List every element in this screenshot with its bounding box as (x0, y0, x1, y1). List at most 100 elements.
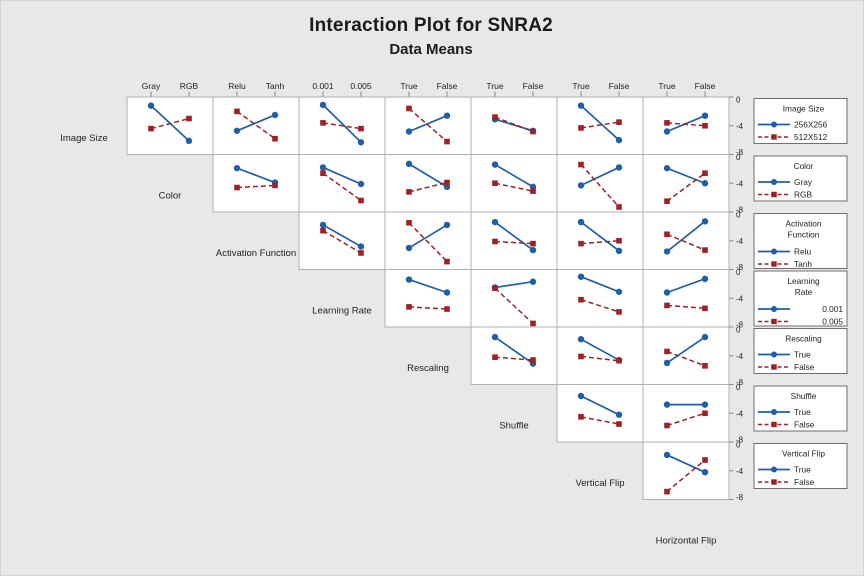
legend-entry-label: 512X512 (794, 132, 828, 142)
series-line-second (150, 117, 190, 130)
marker-square (148, 125, 154, 132)
marker-square (616, 204, 622, 210)
legend-entry-label: 256X256 (794, 120, 828, 130)
marker-square (530, 128, 536, 135)
marker-square (578, 353, 584, 360)
marker-circle (405, 244, 413, 252)
row-label-activation-function: Activation Function (216, 248, 296, 259)
marker-square (702, 410, 708, 417)
legend-box-shuffle (753, 385, 848, 432)
legend-marker-square (771, 134, 777, 140)
marker-square (320, 170, 326, 176)
panel-learning-rate-shuffle (470, 269, 558, 328)
series-line-first (236, 114, 276, 132)
legend-entry-label: False (794, 362, 815, 372)
panel-color-learning-rate (298, 154, 386, 213)
marker-square (702, 305, 708, 312)
col-header-label: False (437, 81, 458, 91)
series-line-second (322, 230, 362, 254)
panel-rescaling-vertical-flip (556, 326, 644, 385)
marker-circle (663, 128, 671, 135)
marker-square (320, 120, 326, 126)
y-tick-label: 0 (736, 268, 741, 277)
marker-circle (577, 336, 585, 343)
y-tick-label: -8 (736, 493, 744, 502)
legend-title: Color (794, 161, 814, 171)
marker-square (492, 238, 498, 245)
y-tick-label: -4 (736, 467, 744, 476)
col-header-label: 0.005 (350, 81, 372, 91)
marker-square (320, 227, 326, 234)
marker-circle (701, 218, 709, 225)
marker-square (664, 231, 670, 238)
series-line-first (236, 167, 276, 184)
marker-square (530, 357, 536, 363)
marker-circle (701, 468, 709, 476)
series-line-second (322, 122, 362, 130)
marker-circle (491, 333, 499, 341)
panel-color-rescaling (384, 154, 472, 213)
marker-circle (491, 218, 499, 226)
marker-square (578, 414, 584, 420)
marker-circle (615, 247, 623, 255)
y-tick-label: -8 (736, 148, 744, 157)
marker-square (492, 354, 498, 360)
y-tick-label: -4 (736, 122, 744, 131)
y-tick-label: 0 (736, 96, 741, 105)
panel-color-activation-function (212, 154, 300, 213)
marker-square (664, 198, 670, 205)
y-tick-label: -4 (736, 237, 744, 246)
y-tick-label: -8 (736, 206, 744, 215)
y-tick-label: 0 (736, 441, 741, 450)
series-line-first (580, 221, 620, 252)
marker-circle (233, 164, 241, 172)
series-line-second (666, 350, 706, 367)
panel-rescaling-shuffle (470, 326, 558, 385)
panel-image-size-color (126, 96, 214, 155)
marker-circle (663, 401, 671, 408)
panel-color-vertical-flip (556, 154, 644, 213)
legend-title: Vertical Flip (782, 449, 825, 459)
marker-square (272, 182, 278, 189)
series-line-second (580, 416, 620, 425)
col-header-label: RGB (180, 81, 199, 91)
col-header-label: False (609, 81, 630, 91)
marker-square (406, 105, 412, 112)
series-line-first (408, 114, 448, 133)
legend-marker-circle (771, 351, 777, 358)
legend-box-image-size (753, 98, 848, 144)
y-tick-label: -8 (736, 263, 744, 272)
marker-circle (663, 248, 671, 255)
marker-square (530, 188, 536, 194)
legend-marker-square (771, 421, 777, 428)
series-line-first (494, 163, 534, 188)
marker-circle (615, 164, 623, 171)
legend-marker-square (771, 318, 777, 325)
series-line-first (322, 166, 362, 185)
series-line-second (494, 356, 534, 361)
marker-square (702, 247, 708, 253)
marker-circle (529, 246, 537, 254)
marker-circle (405, 276, 413, 283)
col-header-label: False (695, 81, 716, 91)
panel-learning-rate-horizontal-flip (642, 269, 730, 328)
legend-title: Rescaling (785, 334, 822, 344)
series-line-first (580, 395, 620, 416)
series-line-first (580, 166, 620, 187)
marker-circle (701, 401, 709, 408)
legend-entry-label: RGB (794, 190, 812, 200)
series-line-second (494, 116, 534, 133)
series-line-second (580, 298, 620, 313)
marker-square (578, 296, 584, 303)
marker-circle (443, 289, 451, 296)
legend-marker-square (771, 191, 777, 198)
legend-box-activation-function (753, 213, 848, 269)
row-label-image-size: Image Size (60, 133, 108, 144)
series-line-first (408, 278, 448, 294)
series-line-first (580, 104, 620, 141)
col-header-label: 0.001 (312, 81, 334, 91)
legend-title: Rate (795, 287, 813, 297)
row-label-color: Color (159, 191, 182, 202)
marker-square (406, 304, 412, 310)
